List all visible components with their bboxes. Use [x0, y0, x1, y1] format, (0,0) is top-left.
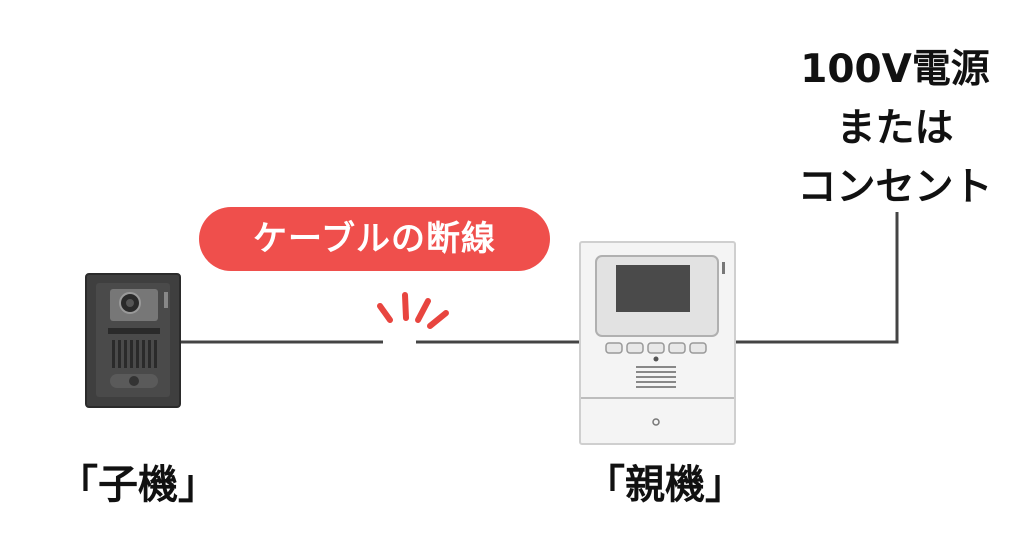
speaker-grille: [636, 366, 676, 388]
door-station: [85, 273, 181, 408]
call-button-icon: [129, 376, 139, 386]
cable-break-label: ケーブルの断線: [199, 207, 550, 271]
power-cable: [735, 212, 899, 344]
power-source-line-3: コンセント: [797, 165, 993, 210]
power-source-label: 100V電源 または コンセント: [780, 40, 1010, 217]
power-source-line-2: または: [836, 106, 954, 151]
power-source-line-1: 100V電源: [800, 47, 990, 92]
monitor-screen: [616, 265, 690, 312]
break-marks: [377, 292, 449, 329]
parent-unit-label: 「親機」: [585, 462, 745, 508]
monitor-unit: [579, 241, 736, 445]
child-unit-label: 「子機」: [58, 462, 218, 508]
